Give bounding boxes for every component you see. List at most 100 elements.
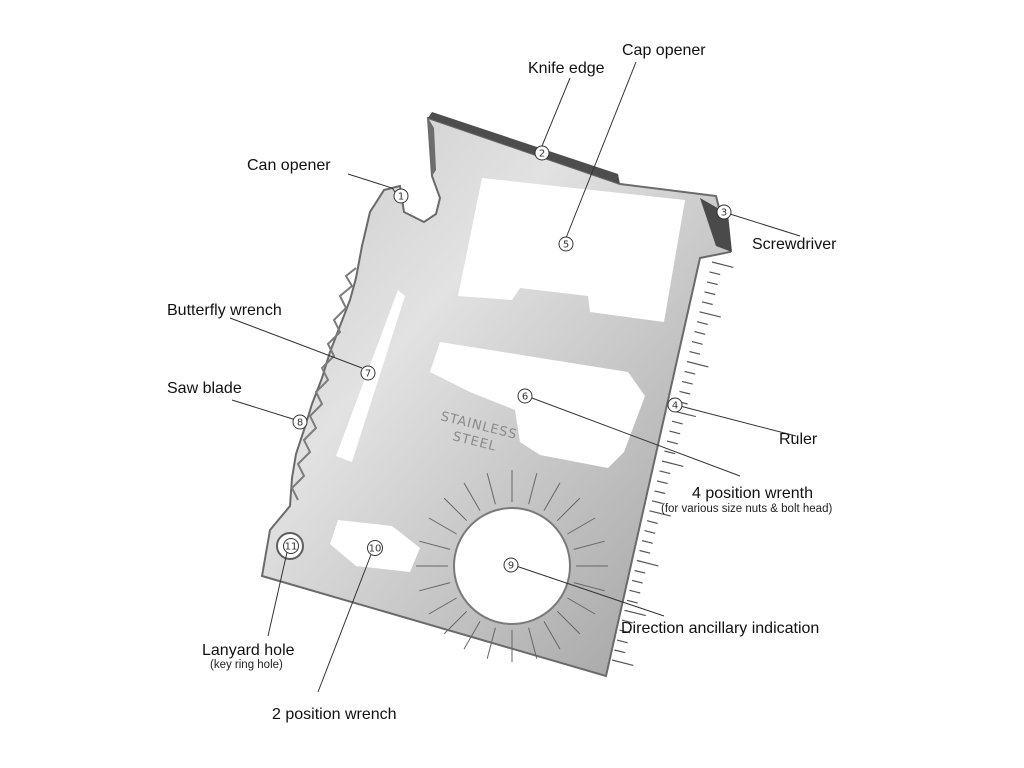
label-four-position-wrench: 4 position wrenth	[692, 485, 813, 502]
ruler-tick	[699, 311, 721, 318]
svg-text:7: 7	[365, 369, 371, 380]
direction-ray	[463, 482, 481, 511]
direction-hole-rim	[453, 507, 571, 625]
ruler-tick	[659, 470, 671, 475]
label-ruler: Ruler	[779, 431, 818, 448]
ruler-tick	[691, 341, 703, 345]
leader-screwdriver	[729, 213, 801, 237]
ruler-tick	[711, 261, 734, 268]
ruler-tick	[639, 549, 651, 554]
ruler-tick	[694, 331, 706, 335]
marker-direction-indication: 9	[503, 557, 519, 573]
direction-ray	[486, 473, 496, 505]
callout-markers: 1 2 3 4 5 6 7 8	[283, 145, 732, 573]
ruler-tick	[636, 559, 659, 567]
svg-text:1: 1	[398, 192, 404, 203]
leader-lines	[229, 61, 801, 693]
svg-text:10: 10	[369, 544, 382, 555]
ruler-tick	[666, 440, 678, 445]
ruler-tick	[644, 530, 656, 534]
marker-ruler: 4	[667, 397, 683, 413]
ruler-tick	[686, 360, 709, 368]
ruler-tick	[684, 370, 696, 375]
label-screwdriver: Screwdriver	[752, 236, 837, 253]
direction-ray	[556, 610, 581, 635]
ruler-tick	[631, 579, 643, 584]
label-butterfly-wrench: Butterfly wrench	[167, 302, 282, 319]
ruler-tick	[626, 599, 638, 604]
leader-four-position	[531, 397, 741, 477]
ruler-tick	[641, 540, 653, 544]
svg-text:6: 6	[522, 392, 528, 403]
direction-ray	[543, 482, 561, 511]
label-direction-indication: Direction ancillary indication	[621, 620, 819, 637]
ruler-tick	[614, 649, 626, 654]
label-cap-opener: Cap opener	[622, 42, 706, 59]
direction-rays	[416, 470, 608, 662]
ruler-tick	[679, 390, 691, 395]
ruler-tick	[611, 659, 634, 666]
direction-ray	[443, 610, 468, 635]
screwdriver-tip	[700, 198, 732, 252]
svg-text:9: 9	[508, 561, 514, 572]
direction-ray	[528, 627, 538, 659]
multitool-card: STAINLESS STEEL	[260, 112, 734, 678]
ruler-ticks	[611, 261, 734, 666]
leader-butterfly	[229, 317, 363, 369]
ruler-tick	[656, 480, 668, 485]
ruler-tick	[616, 639, 628, 644]
ruler-tick	[646, 520, 658, 524]
direction-ray	[419, 582, 451, 592]
direction-ray	[567, 517, 596, 535]
svg-text:3: 3	[721, 208, 727, 219]
ruler-tick	[681, 380, 693, 385]
marker-lanyard-hole: 11	[283, 538, 299, 554]
leader-saw-blade	[231, 399, 297, 421]
sublabel-lanyard-hole: (key ring hole)	[210, 659, 283, 671]
marker-cap-opener: 5	[558, 236, 574, 252]
ruler-tick	[704, 291, 716, 296]
direction-ray	[486, 627, 496, 659]
direction-ray	[573, 582, 605, 592]
marker-knife-edge: 2	[534, 145, 550, 161]
ruler-tick	[671, 420, 683, 425]
leader-lanyard	[267, 547, 289, 637]
direction-ray	[528, 473, 538, 505]
marker-butterfly-wrench: 7	[360, 365, 376, 381]
ruler-tick	[664, 450, 676, 455]
saw-teeth	[290, 267, 357, 501]
leader-knife-edge	[541, 77, 571, 147]
direction-ray	[567, 597, 596, 615]
direction-ray	[428, 597, 457, 615]
svg-text:4: 4	[672, 401, 678, 412]
ruler-tick	[651, 500, 663, 505]
ruler-tick	[634, 569, 646, 574]
direction-ray	[419, 540, 451, 550]
ruler-tick	[621, 619, 633, 624]
marker-can-opener: 1	[393, 188, 409, 204]
svg-text:11: 11	[285, 542, 298, 553]
svg-text:8: 8	[297, 418, 303, 429]
label-two-position-wrench: 2 position wrench	[272, 706, 397, 723]
label-lanyard-hole: Lanyard hole	[202, 642, 295, 659]
svg-text:2: 2	[539, 149, 545, 160]
label-saw-blade: Saw blade	[167, 380, 242, 397]
callout-labels: Can opener Knife edge Cap opener Screwdr…	[167, 42, 837, 723]
marker-two-position-wrench: 10	[367, 540, 383, 556]
svg-text:5: 5	[563, 240, 569, 251]
ruler-tick	[709, 271, 721, 276]
direction-ray	[463, 621, 481, 650]
ruler-tick	[629, 589, 641, 594]
ruler-tick	[649, 510, 671, 517]
card-shape	[260, 116, 732, 678]
direction-ray	[428, 517, 457, 535]
leader-two-position	[317, 551, 373, 693]
marker-screwdriver: 3	[716, 204, 732, 220]
ruler-tick	[661, 460, 684, 467]
ruler-tick	[689, 351, 701, 355]
direction-ray	[443, 497, 468, 522]
sublabel-four-position-wrench: (for various size nuts & bolt head)	[661, 503, 832, 515]
knife-edge-bevel	[428, 112, 620, 184]
label-can-opener: Can opener	[247, 157, 331, 174]
